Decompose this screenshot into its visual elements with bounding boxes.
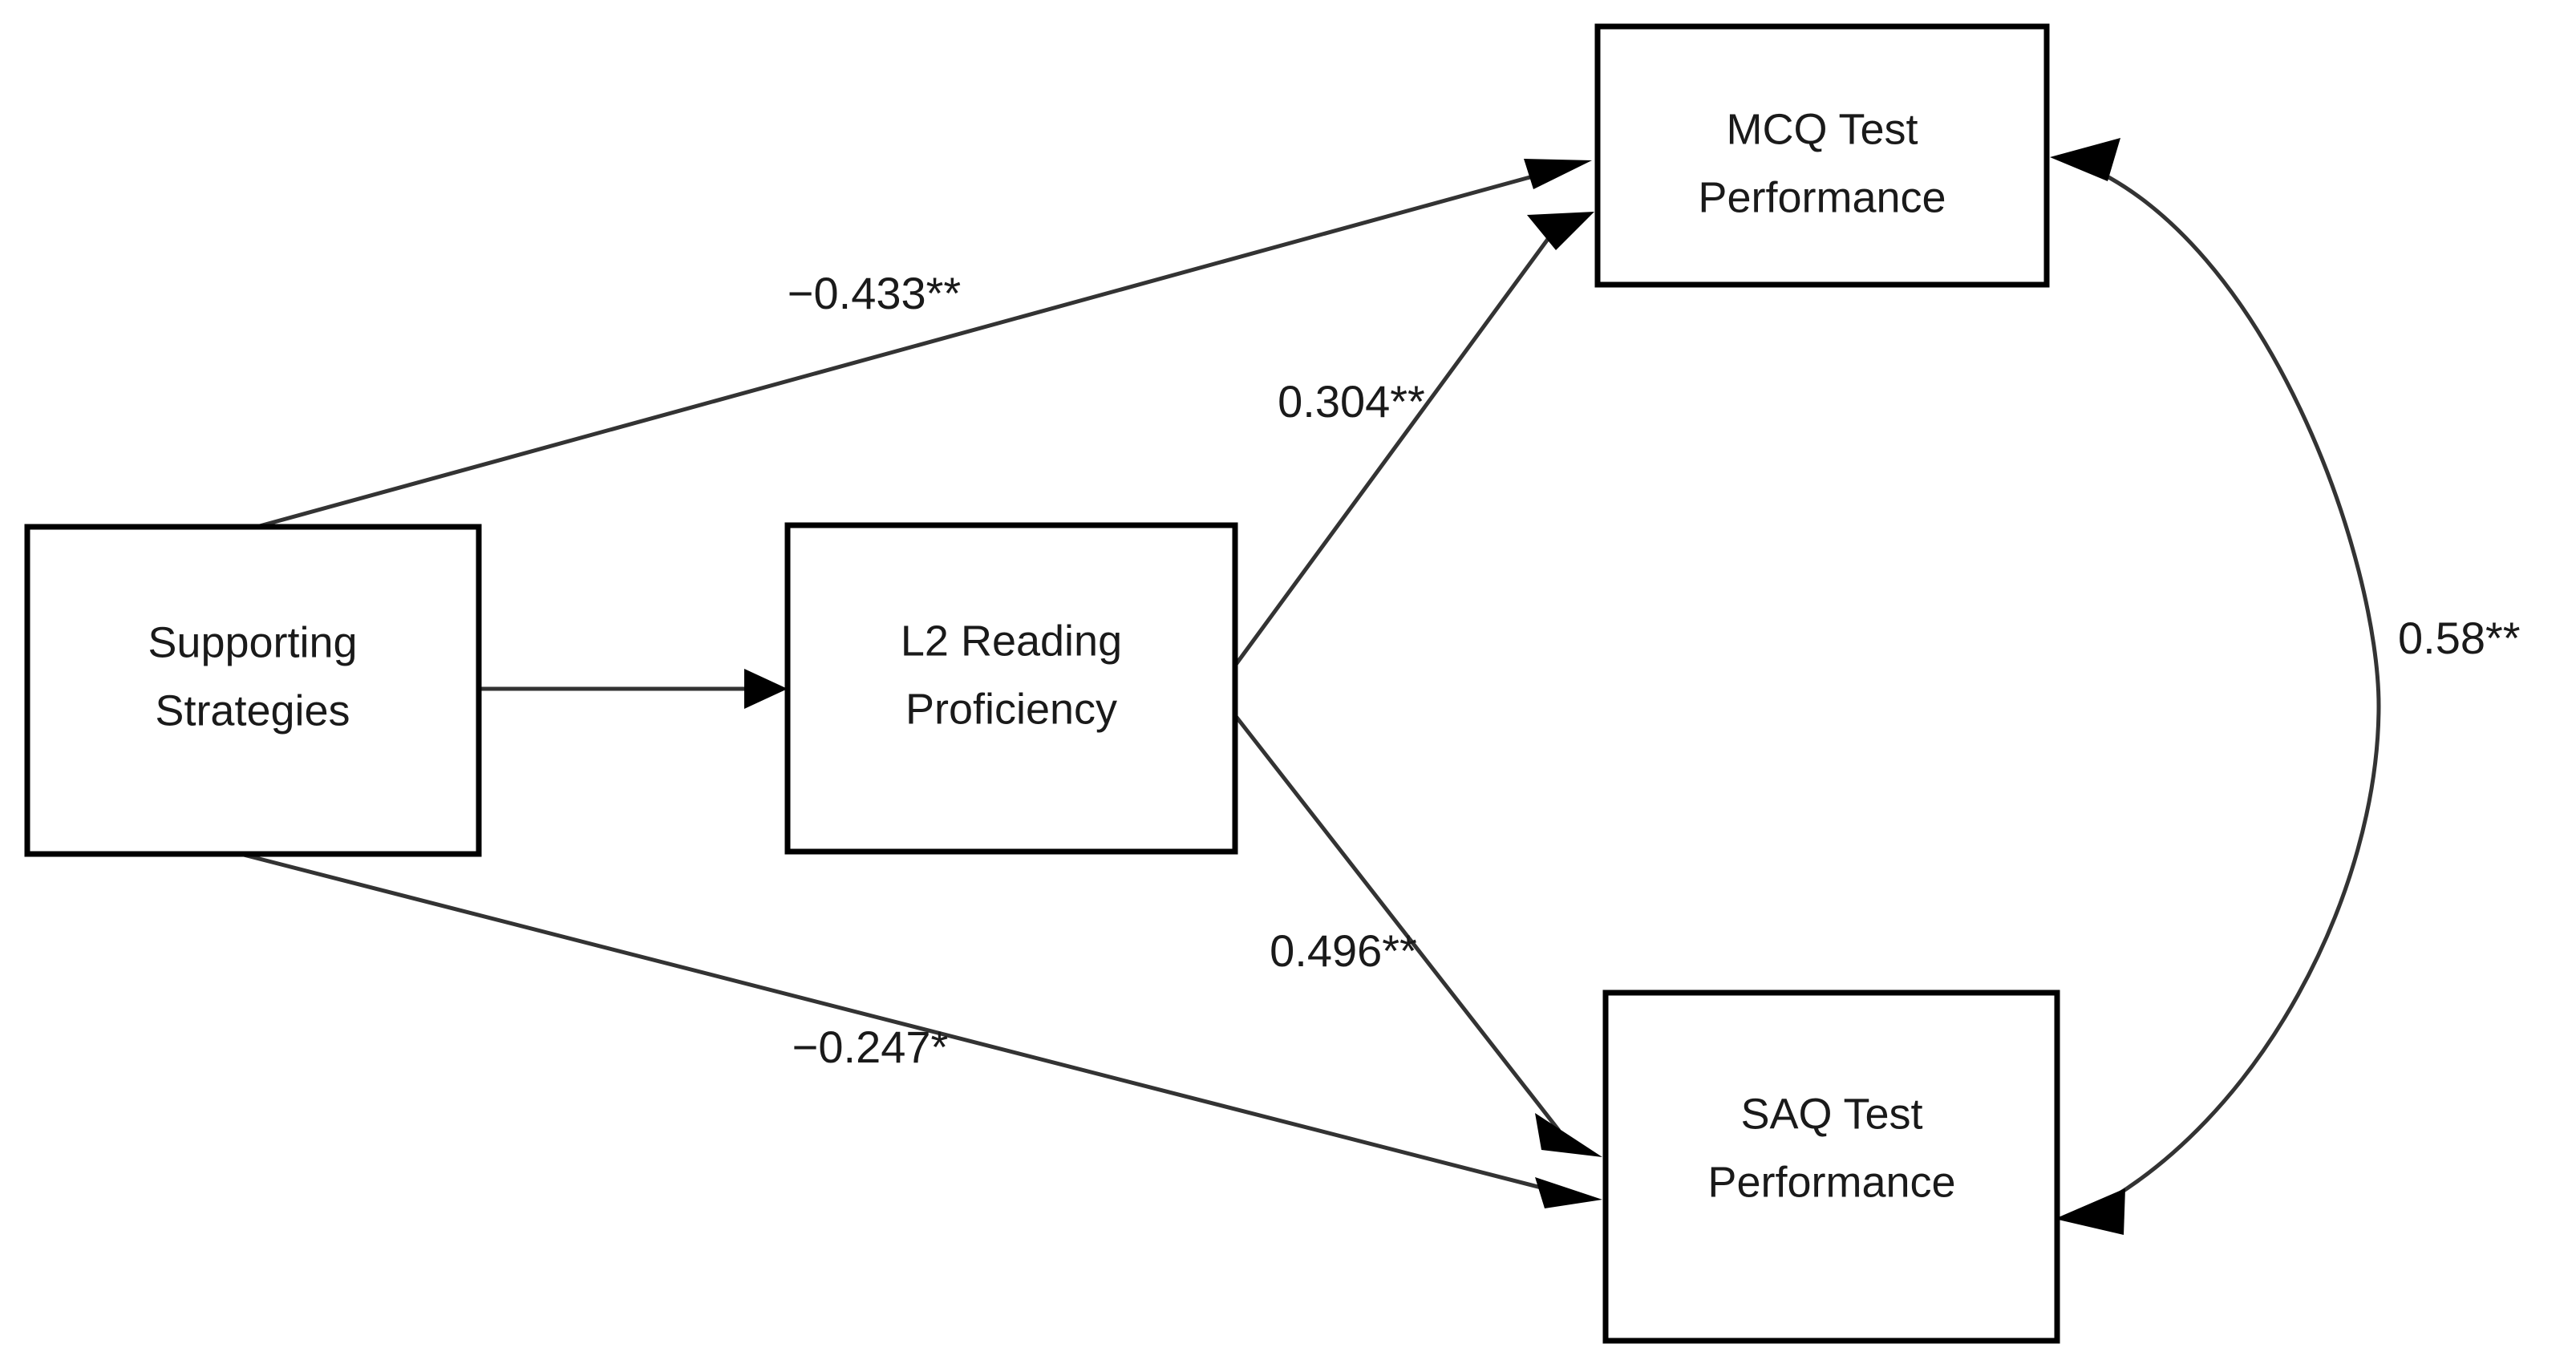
- arrowhead-supporting-to-l2: [744, 669, 788, 709]
- node-supporting-strategies[interactable]: Supporting Strategies: [24, 524, 482, 857]
- edge-label-supporting-to-saq: −0.247*: [792, 1022, 949, 1072]
- arrowhead-supporting-to-saq: [1535, 1177, 1602, 1208]
- node-l2-reading-proficiency[interactable]: L2 Reading Proficiency: [784, 522, 1238, 855]
- arrowhead-l2-to-saq: [1535, 1113, 1602, 1157]
- node-label-saq-test-performance-line1: SAQ Test: [1740, 1090, 1922, 1138]
- edge-supporting-to-saq: −0.247*: [240, 852, 1602, 1208]
- edge-supporting-to-mcq-line: [256, 164, 1569, 529]
- node-label-l2-reading-proficiency-line2: Proficiency: [905, 685, 1117, 733]
- node-mcq-test-performance[interactable]: MCQ Test Performance: [1594, 23, 2050, 288]
- node-saq-test-performance[interactable]: SAQ Test Performance: [1602, 990, 2060, 1344]
- node-label-mcq-test-performance-line1: MCQ Test: [1726, 105, 1918, 153]
- edge-label-l2-to-mcq: 0.304**: [1278, 376, 1425, 427]
- edge-label-supporting-to-mcq: −0.433**: [788, 268, 961, 318]
- node-label-supporting-strategies-line2: Strategies: [155, 686, 350, 735]
- arrowhead-l2-to-mcq: [1527, 212, 1594, 250]
- edge-supporting-to-saq-line: [240, 852, 1561, 1195]
- edge-mcq-saq-correlation-curve: [2078, 160, 2381, 1216]
- node-label-saq-test-performance-line2: Performance: [1707, 1158, 1955, 1206]
- arrowhead-correlation-to-saq: [2055, 1188, 2125, 1235]
- node-label-mcq-test-performance-line2: Performance: [1698, 173, 1946, 221]
- edge-label-mcq-saq-correlation: 0.58**: [2398, 613, 2521, 663]
- node-label-l2-reading-proficiency-line1: L2 Reading: [901, 617, 1122, 665]
- node-box-mcq-test-performance[interactable]: [1594, 23, 2050, 288]
- node-box-supporting-strategies[interactable]: [24, 524, 482, 857]
- edge-l2-to-mcq-line: [1233, 231, 1555, 667]
- node-label-supporting-strategies-line1: Supporting: [148, 618, 357, 666]
- edge-supporting-to-mcq: −0.433**: [256, 159, 1592, 529]
- edge-l2-to-saq: 0.496**: [1233, 714, 1602, 1157]
- node-box-l2-reading-proficiency[interactable]: [784, 522, 1238, 855]
- edge-l2-to-saq-line: [1233, 714, 1561, 1132]
- edge-mcq-saq-correlation: 0.58**: [2050, 138, 2521, 1235]
- edge-label-l2-to-saq: 0.496**: [1270, 925, 1417, 976]
- edge-supporting-to-l2: [479, 669, 788, 709]
- node-box-saq-test-performance[interactable]: [1602, 990, 2060, 1344]
- arrowhead-correlation-to-mcq: [2050, 138, 2120, 181]
- arrowhead-supporting-to-mcq: [1524, 159, 1592, 189]
- edge-l2-to-mcq: 0.304**: [1233, 212, 1594, 667]
